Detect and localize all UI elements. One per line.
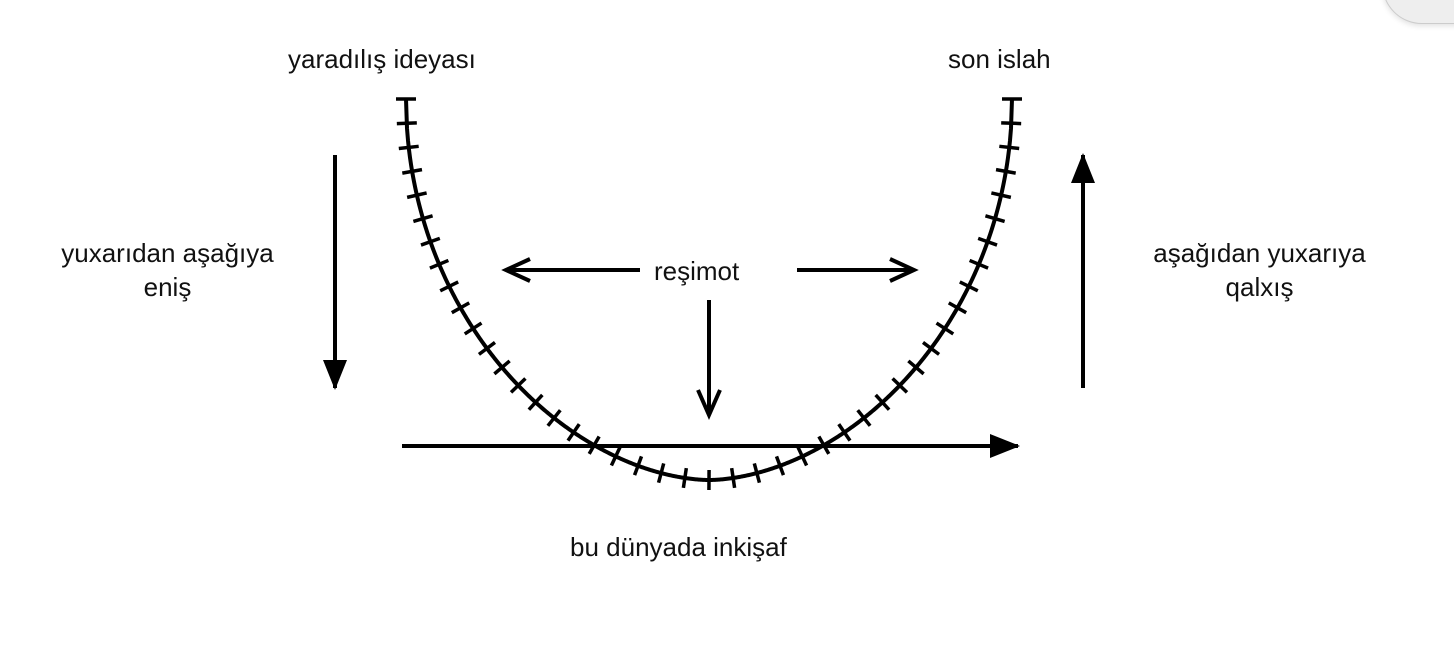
- curve-tick: [907, 359, 925, 376]
- curve-tick: [995, 167, 1017, 175]
- curve-tick: [439, 280, 459, 293]
- curve-tick: [493, 359, 511, 376]
- curve-tick: [566, 423, 581, 442]
- curve-tick: [796, 446, 809, 467]
- curve-tick: [968, 258, 989, 270]
- curve-tick: [947, 301, 968, 315]
- curve-tick: [959, 280, 979, 293]
- curve-tick: [632, 455, 644, 476]
- label-development: bu dünyada inkişaf: [570, 532, 787, 562]
- curve-tick: [856, 409, 872, 427]
- curve-tick: [463, 321, 483, 336]
- label-reshimot: reşimot: [654, 256, 740, 286]
- curve-tick: [398, 144, 419, 151]
- curve-tick: [891, 377, 909, 394]
- curve-tick: [752, 462, 762, 484]
- curve-tick: [729, 467, 737, 489]
- curve-tick: [412, 214, 434, 224]
- label-ascent-line2: qalxış: [1225, 272, 1294, 302]
- reshimot-right-arrow: [797, 257, 919, 283]
- curve-tick: [420, 236, 441, 247]
- curve-tick: [406, 191, 428, 200]
- curve-tick: [774, 455, 786, 476]
- curve-tick: [546, 409, 562, 427]
- label-ascent-line1: aşağıdan yuxarıya: [1153, 238, 1366, 268]
- curve-tick: [450, 301, 471, 315]
- reshimot-down-arrow: [696, 300, 722, 420]
- curve-tick: [681, 467, 689, 489]
- curve-tick: [874, 393, 891, 411]
- curve-tick: [477, 341, 497, 356]
- curve-tick: [429, 258, 450, 270]
- curve-tick: [656, 462, 666, 484]
- curve-tick: [837, 423, 852, 442]
- reshimot-left-arrow: [501, 257, 640, 283]
- label-descent: yuxarıdan aşağıya eniş: [30, 236, 305, 304]
- label-descent-line2: eniş: [143, 272, 192, 302]
- curve-tick: [401, 167, 423, 175]
- curve-tick: [977, 236, 998, 247]
- label-ascent: aşağıdan yuxarıya qalxış: [1122, 236, 1397, 304]
- u-curve: [396, 97, 1022, 491]
- curve-tick: [984, 214, 1006, 224]
- label-descent-line1: yuxarıdan aşağıya: [61, 238, 274, 268]
- curve-tick: [990, 191, 1012, 200]
- curve-tick: [609, 446, 622, 467]
- curve-tick: [999, 144, 1020, 151]
- curve-tick: [396, 121, 417, 126]
- curve-tick: [509, 377, 527, 394]
- label-final-correction: son islah: [948, 44, 1051, 74]
- curve-tick: [921, 341, 941, 356]
- curve-tick: [935, 321, 955, 336]
- curve-line: [404, 98, 1014, 483]
- curve-tick: [527, 393, 544, 411]
- curve-tick: [1001, 121, 1022, 126]
- label-creation-idea: yaradılış ideyası: [288, 44, 476, 74]
